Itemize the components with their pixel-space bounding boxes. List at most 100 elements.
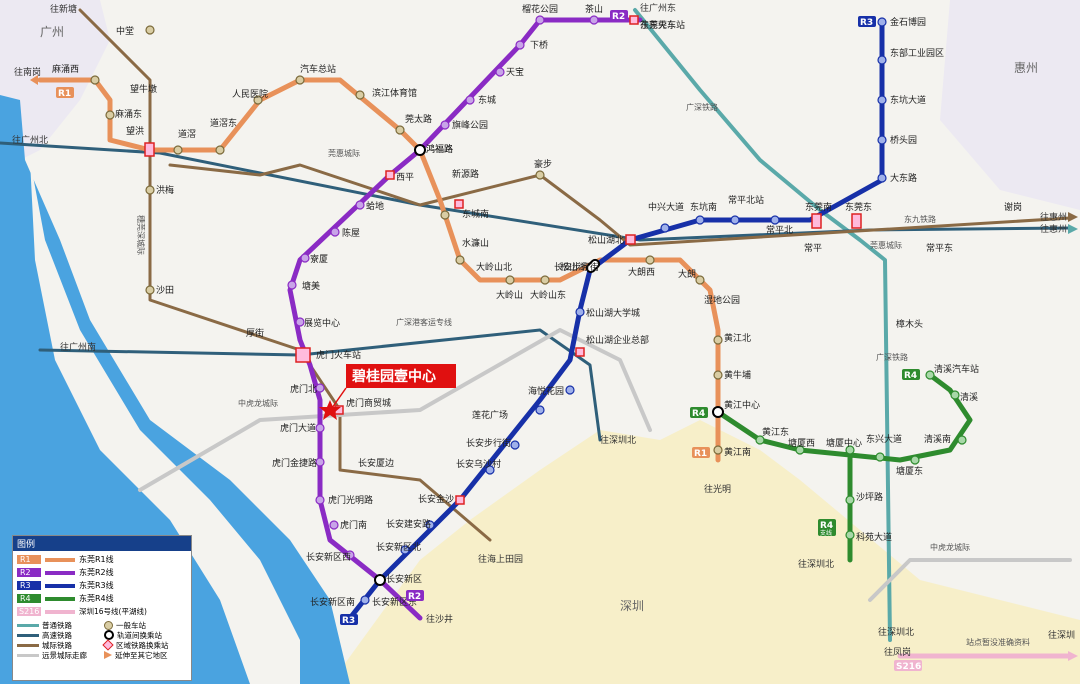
station-label[interactable]: 长安乌沙村 [456,458,501,470]
station-icon[interactable] [315,423,325,433]
star-icon[interactable] [319,400,341,420]
station-icon[interactable] [440,120,450,130]
station-label[interactable]: 黄江南 [724,446,751,458]
station-icon[interactable] [713,445,723,455]
station-label[interactable]: 樟木头 [896,318,923,330]
station-label[interactable]: 常平 [804,242,822,254]
interchange-icon[interactable] [374,574,386,586]
station-label[interactable]: 清溪汽车站 [934,363,979,375]
station-label[interactable]: 豪步 [534,158,552,170]
station-icon[interactable] [355,90,365,100]
station-icon[interactable] [957,435,967,445]
station-label[interactable]: 黄江东 [762,426,789,438]
station-label[interactable]: 中堂 [116,25,134,37]
interchange-icon[interactable] [712,406,724,418]
station-label[interactable]: 塘厦东 [896,465,923,477]
station-label[interactable]: 长安步行街 [466,437,511,449]
station-label[interactable]: 望洪 [126,125,144,137]
station-label[interactable]: 东兴大道 [866,433,902,445]
station-label[interactable]: 虎门大道 [280,422,316,434]
station-icon[interactable] [660,223,670,233]
rail-interchange-icon[interactable] [295,347,311,363]
station-icon[interactable] [877,95,887,105]
station-label[interactable]: 大岭山东 [530,289,566,301]
station-icon[interactable] [295,75,305,85]
station-label[interactable]: 天宝 [506,66,524,78]
station-label[interactable]: 虎门北 [290,383,317,395]
station-label[interactable]: 常平北站 [728,194,764,206]
station-label[interactable]: 汽车总站 [300,63,336,75]
station-label[interactable]: 东坑南 [690,201,717,213]
station-icon[interactable] [253,95,263,105]
station-icon[interactable] [877,135,887,145]
station-icon[interactable] [145,285,155,295]
station-icon[interactable] [355,200,365,210]
station-icon[interactable] [215,145,225,155]
station-label[interactable]: 大岭山北 [476,261,512,273]
station-label[interactable]: 东莞南 [805,201,832,213]
rail-interchange-icon[interactable] [575,347,585,357]
station-label[interactable]: 科苑大道 [856,531,892,543]
station-icon[interactable] [910,455,920,465]
station-icon[interactable] [877,17,887,27]
station-label[interactable]: 中兴大道 [648,201,684,213]
interchange-icon[interactable] [414,144,426,156]
station-label[interactable]: 黄江北 [724,332,751,344]
station-icon[interactable] [485,465,495,475]
station-label[interactable]: 鸿福路 [426,143,453,155]
station-icon[interactable] [695,215,705,225]
rail-interchange-icon[interactable] [385,170,395,180]
station-icon[interactable] [315,383,325,393]
station-label[interactable]: 道滘 [178,128,196,140]
station-label[interactable]: 大朗西 [628,266,655,278]
station-label[interactable]: 塘美 [302,280,320,292]
station-icon[interactable] [395,125,405,135]
station-label[interactable]: 大岭山 [496,289,523,301]
station-label[interactable]: 塘厦中心 [826,437,862,449]
station-label[interactable]: 湿地公园 [704,294,740,306]
station-icon[interactable] [329,520,339,530]
station-icon[interactable] [535,405,545,415]
station-icon[interactable] [400,545,410,555]
station-label[interactable]: 莲花广场 [472,409,508,421]
station-icon[interactable] [295,317,305,327]
station-icon[interactable] [730,215,740,225]
station-label[interactable]: 麻涌西 [52,63,79,75]
station-label[interactable]: 大朗 [678,268,696,280]
station-icon[interactable] [145,185,155,195]
station-label[interactable]: 长安厦边 [358,457,394,469]
station-label[interactable]: 长安新区北 [376,541,421,553]
station-icon[interactable] [845,495,855,505]
station-icon[interactable] [287,280,297,290]
station-label[interactable]: 莞太路 [405,113,432,125]
station-label[interactable]: 常平东 [926,242,953,254]
station-label[interactable]: 东部工业园区 [890,47,944,59]
station-label[interactable]: 海悦花园 [528,385,564,397]
station-icon[interactable] [877,55,887,65]
station-label[interactable]: 展览中心 [304,317,340,329]
station-label[interactable]: 虎门光明路 [328,494,373,506]
station-icon[interactable] [505,275,515,285]
station-label[interactable]: 榴花公园 [522,3,558,15]
station-label[interactable]: 金石博园 [890,16,926,28]
station-label[interactable]: 滨江体育馆 [372,87,417,99]
station-icon[interactable] [877,173,887,183]
station-icon[interactable] [425,520,435,530]
rail-interchange-icon[interactable] [144,142,155,157]
station-label[interactable]: 松山湖企业总部 [586,334,649,346]
station-icon[interactable] [345,550,355,560]
station-label[interactable]: 松山湖 [560,261,587,273]
station-label[interactable]: 塘厦西 [788,437,815,449]
station-label[interactable]: 寮厦 [310,253,328,265]
station-label[interactable]: 望牛墩 [130,83,157,95]
station-label[interactable]: 长安步行街 [554,261,599,273]
station-label[interactable]: 陈屋 [342,227,360,239]
station-label[interactable]: 长安新区南 [310,596,355,608]
station-label[interactable]: 桥头园 [890,134,917,146]
station-label[interactable]: 西平 [396,172,414,183]
station-label[interactable]: 黄牛埔 [724,369,751,381]
station-label[interactable]: 长安建安路 [386,518,431,530]
station-icon[interactable] [455,255,465,265]
station-icon[interactable] [515,40,525,50]
station-label[interactable]: 厚街 [246,327,264,339]
